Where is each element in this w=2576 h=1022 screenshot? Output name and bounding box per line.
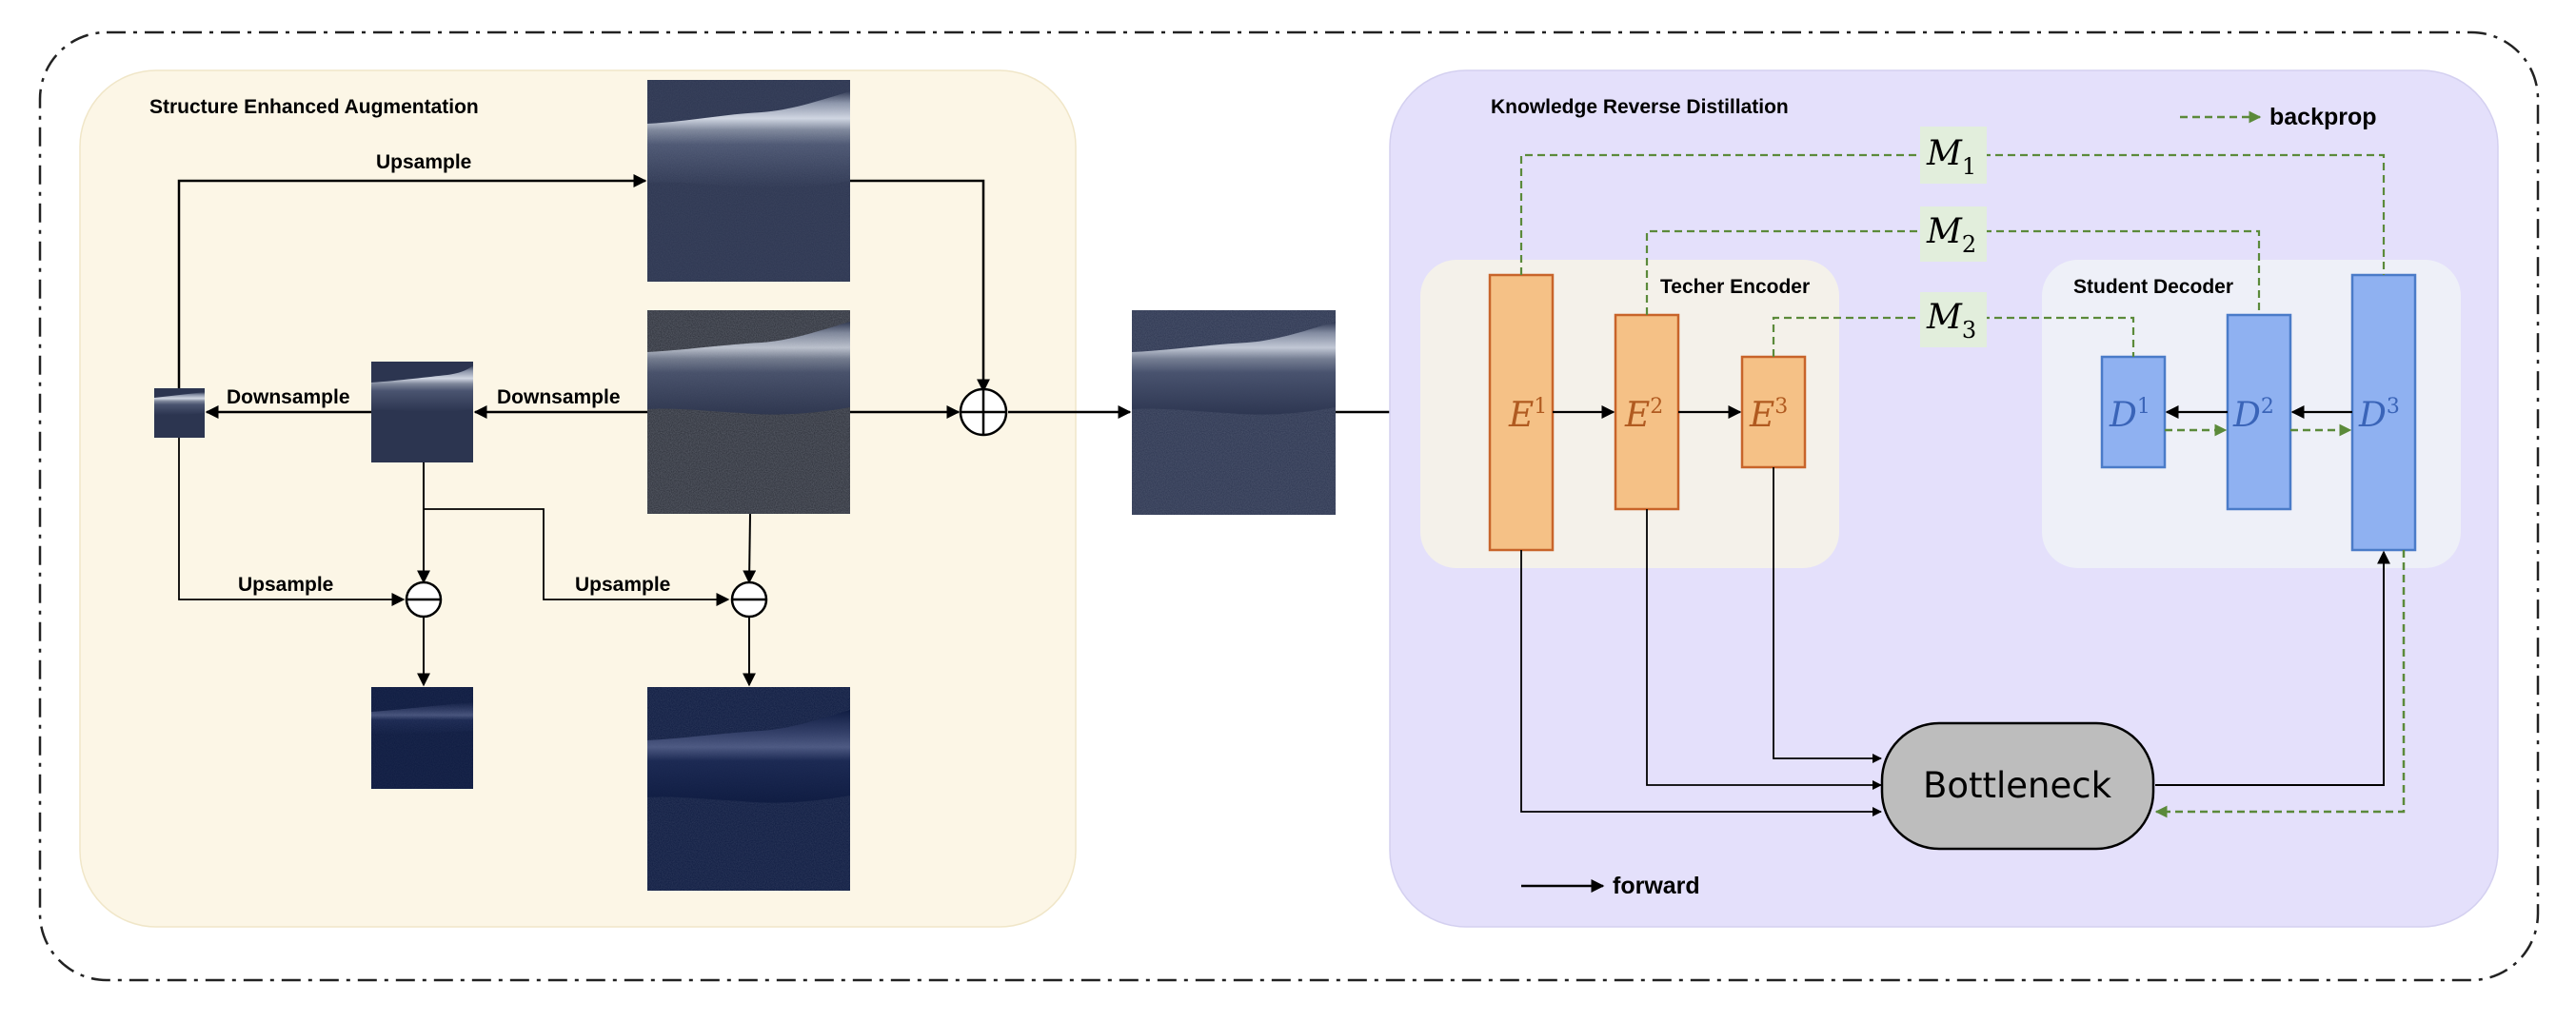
bottleneck: Bottleneck xyxy=(1880,721,2155,851)
augmentation-arrows xyxy=(177,174,1132,687)
svg-text:M3: M3 xyxy=(1926,298,1976,344)
encoder-block-3: E3 xyxy=(1740,355,1807,469)
backprop-arrows xyxy=(2154,423,2406,818)
svg-text:backprop: backprop xyxy=(2269,104,2377,130)
distillation-title: Knowledge Reverse Distillation xyxy=(1491,96,1789,118)
bottleneck-inputs xyxy=(1520,467,2390,816)
residual-large-image xyxy=(647,687,850,891)
minus-operator-left xyxy=(405,580,443,619)
augmented-image xyxy=(1132,310,1336,515)
downsample-label-left: Downsample xyxy=(227,386,350,408)
oct-mid-image xyxy=(371,362,473,462)
outer-frame xyxy=(38,30,2540,982)
decoder-block-1: D1 xyxy=(2100,355,2167,469)
svg-text:E3: E3 xyxy=(1749,395,1788,435)
encoder-block-1: E1 xyxy=(1488,273,1555,552)
decoder-block-2: D2 xyxy=(2226,313,2292,511)
oct-upsampled-image xyxy=(647,80,850,282)
svg-text:E2: E2 xyxy=(1624,395,1663,435)
legend-backprop: backprop xyxy=(2180,104,2377,130)
svg-text:M2: M2 xyxy=(1926,212,1976,258)
decoder-title: Student Decoder xyxy=(2073,276,2233,298)
upsample-label-top: Upsample xyxy=(376,151,471,173)
encoder-block-2: E2 xyxy=(1614,313,1680,511)
svg-text:D2: D2 xyxy=(2232,395,2274,435)
svg-text:D3: D3 xyxy=(2358,395,2400,435)
downsample-label-right: Downsample xyxy=(497,386,621,408)
augmentation-title: Structure Enhanced Augmentation xyxy=(149,96,479,118)
residual-small-image xyxy=(371,687,473,789)
plus-operator xyxy=(959,387,1008,437)
svg-text:M1: M1 xyxy=(1926,134,1976,180)
encoder-title: Techer Encoder xyxy=(1660,276,1810,298)
legend-forward: forward xyxy=(1521,873,1700,899)
oct-small-image xyxy=(154,388,205,438)
minus-operator-right xyxy=(730,580,768,619)
metric-box-1: M1 xyxy=(1920,127,1987,184)
upsample-label-bottom-right: Upsample xyxy=(575,574,670,596)
metric-box-2: M2 xyxy=(1920,206,1987,262)
svg-text:Bottleneck: Bottleneck xyxy=(1923,765,2112,806)
svg-text:E1: E1 xyxy=(1508,395,1547,435)
svg-text:D1: D1 xyxy=(2109,395,2150,435)
decoder-block-3: D3 xyxy=(2350,273,2417,552)
metric-box-3: M3 xyxy=(1920,292,1987,347)
oct-input-image xyxy=(647,310,850,514)
svg-text:forward: forward xyxy=(1613,873,1700,899)
augmentation-panel xyxy=(79,69,1077,928)
upsample-label-bottom-left: Upsample xyxy=(238,574,333,596)
